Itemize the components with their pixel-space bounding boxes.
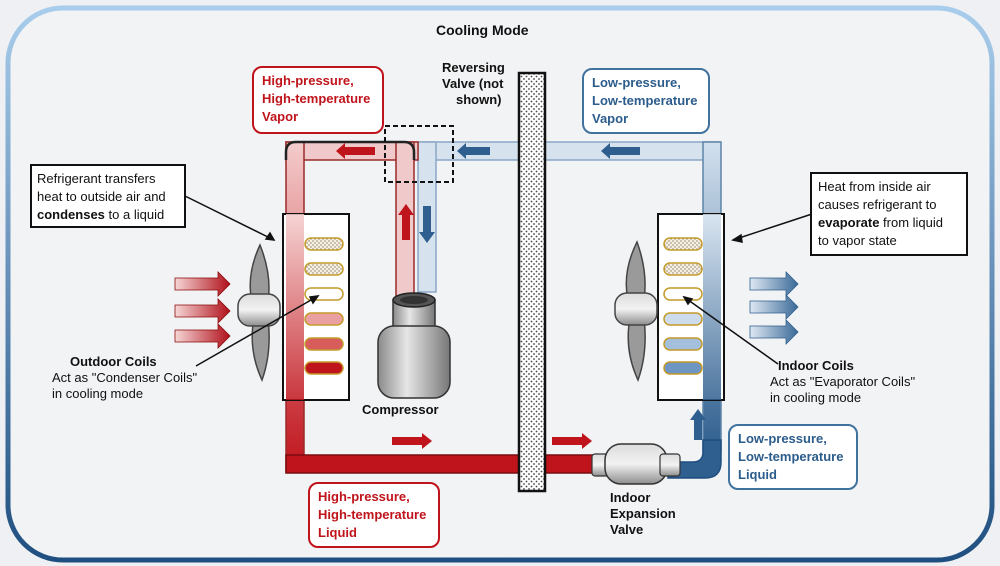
indoor-coils-desc-1: Act as "Evaporator Coils" xyxy=(770,374,916,389)
indoor-note-line-3: evaporate from liquid xyxy=(818,214,960,232)
expansion-valve-label: Indoor Expansion Valve xyxy=(610,490,676,538)
outdoor-note-line-2: heat to outside air and xyxy=(37,189,166,204)
hp-liquid-label: High-pressure, High-temperature Liquid xyxy=(308,482,440,548)
lp-vapor-line-1: Low-pressure, xyxy=(592,75,681,90)
compressor xyxy=(377,292,451,399)
outdoor-note-rest: to a liquid xyxy=(104,207,165,222)
indoor-coils-title: Indoor Coils xyxy=(778,358,854,373)
lp-liquid-line-2: Low-temperature xyxy=(738,449,844,464)
indoor-note: Heat from inside air causes refrigerant … xyxy=(810,172,968,256)
hp-liquid-line-2: High-temperature xyxy=(318,507,427,522)
outdoor-coils-label: Outdoor Coils Act as "Condenser Coils" i… xyxy=(52,354,197,402)
outdoor-note: Refrigerant transfers heat to outside ai… xyxy=(30,164,186,228)
outdoor-coils-title: Outdoor Coils xyxy=(70,354,157,369)
indoor-coils-label: Indoor Coils Act as "Evaporator Coils" i… xyxy=(770,358,915,406)
reversing-valve-line-3: shown) xyxy=(456,92,502,107)
diagram-title: Cooling Mode xyxy=(436,22,529,38)
outdoor-coil-unit xyxy=(282,213,350,401)
lp-liquid-line-1: Low-pressure, xyxy=(738,431,827,446)
hp-liquid-line-3: Liquid xyxy=(318,525,357,540)
hp-liquid-line-1: High-pressure, xyxy=(318,489,410,504)
outdoor-coils-desc-1: Act as "Condenser Coils" xyxy=(52,370,198,385)
hp-vapor-line-2: High-temperature xyxy=(262,91,371,106)
hp-vapor-line-3: Vapor xyxy=(262,109,299,124)
indoor-coil-unit xyxy=(657,213,725,401)
indoor-note-line-2: causes refrigerant to xyxy=(818,197,937,212)
indoor-note-line-1: Heat from inside air xyxy=(818,179,931,194)
outdoor-note-line-1: Refrigerant transfers xyxy=(37,171,156,186)
lp-vapor-label: Low-pressure, Low-temperature Vapor xyxy=(582,68,710,134)
indoor-airflow-arrows xyxy=(749,271,799,345)
flow-arrows xyxy=(336,143,706,449)
reversing-valve-line-1: Reversing xyxy=(442,60,505,75)
indoor-note-bold: evaporate xyxy=(818,215,880,230)
lp-vapor-line-3: Vapor xyxy=(592,111,629,126)
outdoor-fan xyxy=(237,243,281,382)
indoor-note-rest: from liquid xyxy=(879,215,943,230)
outdoor-airflow-arrows xyxy=(174,271,231,349)
indoor-coils-desc-2: in cooling mode xyxy=(770,390,862,405)
reversing-valve-label: Reversing Valve (not shown) xyxy=(442,60,505,108)
wall xyxy=(517,71,547,493)
outdoor-note-line-3: condenses to a liquid xyxy=(37,206,179,224)
reversing-valve-box xyxy=(384,125,454,183)
expansion-valve xyxy=(591,443,681,485)
lp-liquid-label: Low-pressure, Low-temperature Liquid xyxy=(728,424,858,490)
callout-lines xyxy=(184,195,813,367)
outdoor-coils-desc-2: in cooling mode xyxy=(52,386,144,401)
expansion-valve-line-3: Valve xyxy=(610,522,644,537)
compressor-label: Compressor xyxy=(362,402,439,417)
hp-vapor-line-1: High-pressure, xyxy=(262,73,354,88)
expansion-valve-line-2: Expansion xyxy=(610,506,676,521)
lp-vapor-line-2: Low-temperature xyxy=(592,93,698,108)
reversing-valve-line-2: Valve (not xyxy=(442,76,504,91)
hp-vapor-label: High-pressure, High-temperature Vapor xyxy=(252,66,384,134)
expansion-valve-line-1: Indoor xyxy=(610,490,651,505)
indoor-note-line-4: to vapor state xyxy=(818,233,897,248)
outdoor-note-bold: condenses xyxy=(37,207,105,222)
outer-frame xyxy=(5,5,995,563)
lp-liquid-line-3: Liquid xyxy=(738,467,777,482)
indoor-fan xyxy=(614,240,658,382)
